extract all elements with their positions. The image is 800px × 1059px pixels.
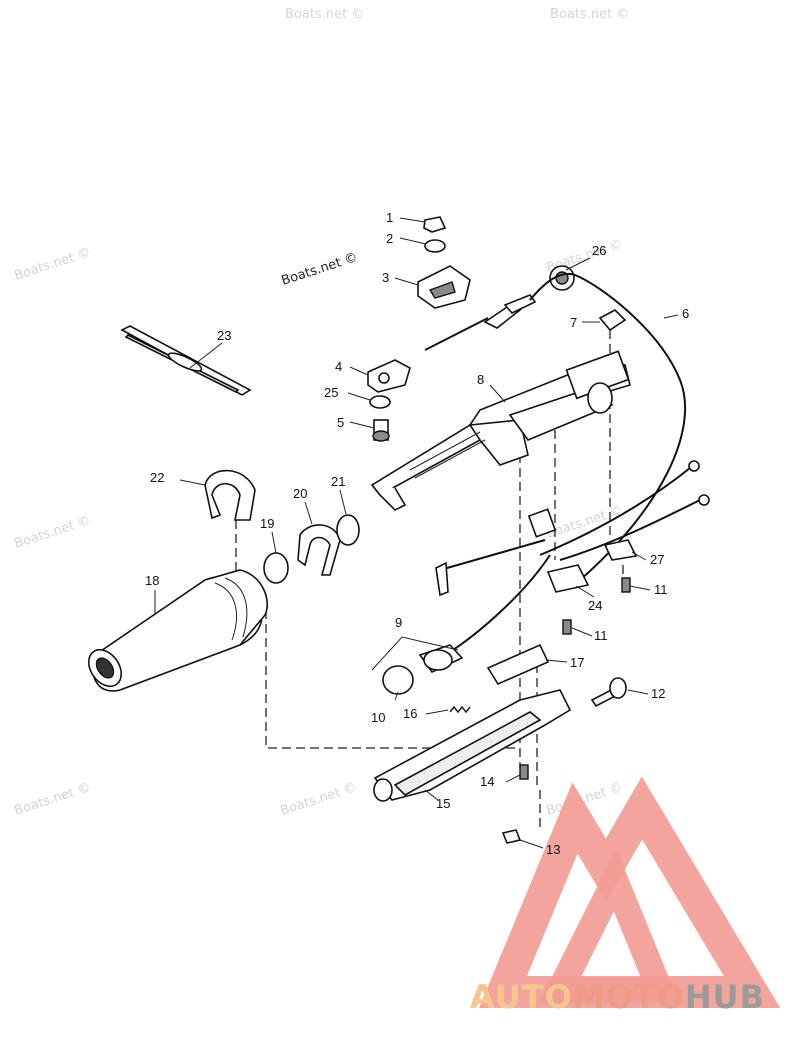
brand-wordmark-moto: MOTO (572, 978, 685, 1016)
part-24-clamp (546, 564, 590, 593)
part-20-clip (297, 524, 341, 576)
part-9-switch (418, 644, 464, 674)
part-7-clip (598, 309, 627, 332)
part-14-screw (519, 764, 529, 780)
part-6-cable (529, 272, 687, 581)
part-1-nut (423, 216, 447, 233)
part-16-spring (449, 705, 471, 714)
callout-22: 22 (150, 470, 164, 485)
part-18-handle-grip (87, 569, 269, 692)
part-8-tiller-arm (370, 350, 631, 511)
callout-16: 16 (403, 706, 417, 721)
part-19-o-ring (263, 552, 289, 584)
watermark: Boats.net © (550, 7, 629, 22)
watermark: Boats.net © (13, 780, 93, 819)
part-2-washer (424, 239, 446, 253)
watermark: Boats.net © (13, 513, 93, 552)
callout-10: 10 (371, 710, 385, 725)
part-4-link (367, 359, 411, 393)
callout-13: 13 (546, 842, 560, 857)
part-25-washer (369, 395, 391, 409)
callout-27: 27 (650, 552, 664, 567)
callout-21: 21 (331, 474, 345, 489)
part-12-screw (590, 677, 627, 708)
watermark: Boats.net © (280, 250, 360, 289)
callout-15: 15 (436, 796, 450, 811)
watermark: Boats.net © (13, 245, 93, 284)
callout-24: 24 (588, 598, 602, 613)
brand-wordmark: AUTOMOTOHUB (470, 978, 765, 1016)
callout-4: 4 (335, 359, 342, 374)
brand-wordmark-hub: HUB (684, 978, 766, 1016)
callout-3: 3 (382, 270, 389, 285)
watermark: Boats.net © (545, 503, 625, 542)
callouts: 1 2 3 4 5 6 7 8 9 10 11 11 12 13 14 15 1… (145, 210, 689, 857)
callout-5: 5 (337, 415, 344, 430)
callout-25: 25 (324, 385, 338, 400)
part-10-knob (382, 665, 414, 695)
callout-9: 9 (395, 615, 402, 630)
callout-1: 1 (386, 210, 393, 225)
callout-7: 7 (570, 315, 577, 330)
watermark: Boats.net © (285, 7, 364, 22)
callout-6: 6 (682, 306, 689, 321)
watermark: Boats.net © (279, 780, 359, 819)
leader-lines (154, 217, 679, 849)
callout-8: 8 (477, 372, 484, 387)
callout-14: 14 (480, 774, 494, 789)
part-15-housing (373, 689, 572, 802)
part-21-o-ring (336, 514, 360, 546)
part-3-bracket (417, 265, 471, 309)
part-11-screw (562, 619, 572, 635)
callout-20: 20 (293, 486, 307, 501)
callout-17: 17 (570, 655, 584, 670)
callout-2: 2 (386, 231, 393, 246)
wiring-harness (435, 460, 710, 656)
callout-12: 12 (651, 686, 665, 701)
part-13-nut (501, 829, 522, 844)
callout-26: 26 (592, 243, 606, 258)
part-23-decal (120, 325, 252, 396)
part-5-screw (372, 419, 390, 442)
callout-23: 23 (217, 328, 231, 343)
part-17-bracket (486, 643, 550, 686)
brand-wordmark-auto: AUTO (470, 978, 573, 1016)
callout-11: 11 (654, 582, 668, 597)
callout-19: 19 (260, 516, 274, 531)
part-27-clamp (603, 539, 638, 561)
part-11-screw (621, 577, 631, 593)
callout-11: 11 (594, 628, 608, 643)
brand-logo (479, 776, 781, 1008)
part-22-retainer (204, 469, 256, 521)
throttle-link-rod (424, 294, 537, 351)
callout-18: 18 (145, 573, 159, 588)
